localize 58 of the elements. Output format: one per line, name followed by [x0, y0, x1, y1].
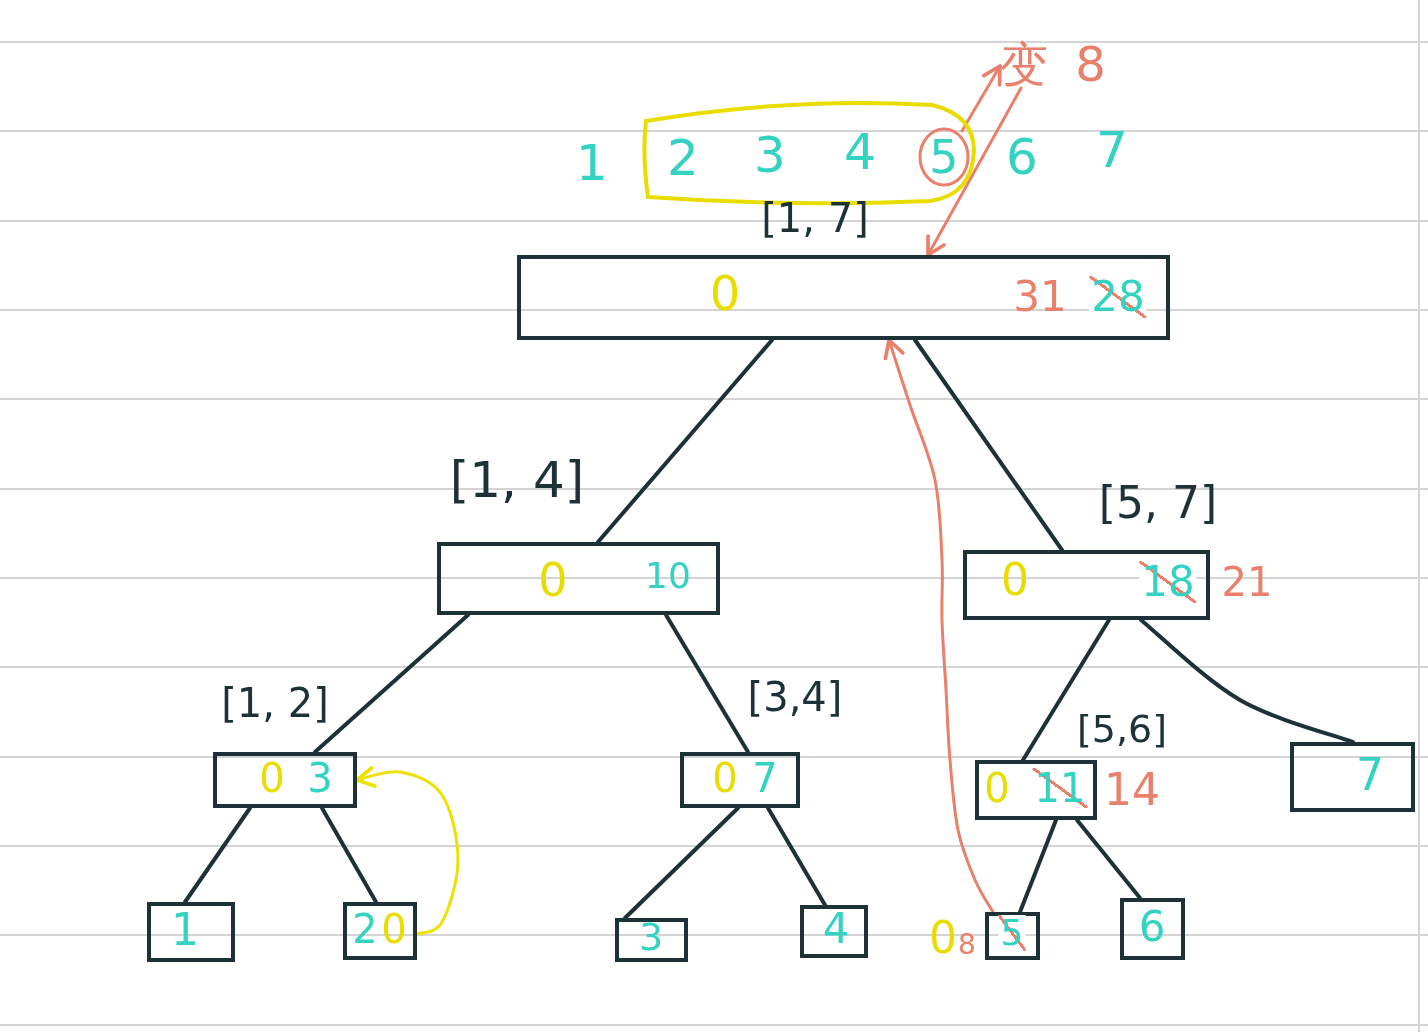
number-label: 2 — [352, 909, 378, 949]
connector-line — [320, 806, 378, 904]
connector-line — [623, 806, 740, 920]
number-label: 7 — [752, 758, 778, 798]
number-label: 3 — [754, 130, 786, 180]
number-label: 1 — [576, 138, 608, 188]
arrow — [355, 765, 460, 936]
connector-line — [913, 338, 1064, 552]
range-label: [5, 7] — [1098, 481, 1218, 525]
number-label: 3 — [638, 918, 664, 956]
number-label: 2 — [667, 133, 699, 183]
tree-node-box — [343, 902, 417, 960]
number-label: 3 — [307, 758, 333, 798]
tree-node-box — [615, 918, 688, 962]
number-label: 0 — [929, 916, 957, 960]
range-label: [1, 2] — [221, 683, 329, 723]
connector-line — [664, 613, 750, 754]
connector-line — [183, 806, 252, 904]
highlight-circle — [918, 127, 970, 187]
connector-line — [1075, 818, 1142, 900]
number-label: 0 — [1001, 558, 1029, 602]
connector-line — [1021, 618, 1111, 762]
number-label: 0 — [984, 768, 1010, 808]
connector-line — [766, 806, 827, 907]
number-label: 4 — [844, 127, 876, 177]
arrow — [883, 338, 995, 914]
number-label: 0 — [381, 909, 407, 949]
number-label: 5 — [929, 134, 959, 180]
number-label: 6 — [1006, 132, 1038, 182]
tree-node-box — [1120, 898, 1185, 960]
range-label: [3,4] — [747, 677, 843, 717]
connector-line — [1139, 618, 1355, 744]
number-label: 0 — [709, 269, 741, 317]
number-label: 31 — [1013, 276, 1067, 318]
number-label: 14 — [1104, 768, 1160, 812]
number-label: 10 — [645, 558, 691, 594]
number-label: 8 — [958, 931, 976, 959]
range-label: [1, 4] — [449, 455, 585, 505]
number-label: 0 — [712, 758, 738, 798]
number-label: 0 — [259, 758, 285, 798]
number-label: 21 — [1221, 562, 1273, 602]
number-label: 7 — [1356, 753, 1384, 797]
annotation-text: 变 8 — [1000, 40, 1106, 88]
connector-line — [1018, 818, 1058, 914]
range-label: [5,6] — [1076, 710, 1168, 748]
number-label: 7 — [1096, 125, 1128, 175]
number-label: 4 — [822, 908, 850, 950]
arrow — [926, 86, 1023, 257]
number-label: 6 — [1138, 906, 1166, 948]
number-label: 1 — [171, 908, 199, 952]
connector-line — [313, 613, 470, 754]
tree-node-box — [1290, 742, 1415, 812]
number-label: 0 — [538, 557, 568, 603]
arrow — [960, 64, 1002, 133]
tree-node-box — [800, 905, 868, 958]
tree-node-box — [147, 902, 235, 962]
range-label: [1, 7] — [761, 198, 869, 238]
connector-line — [596, 338, 774, 544]
